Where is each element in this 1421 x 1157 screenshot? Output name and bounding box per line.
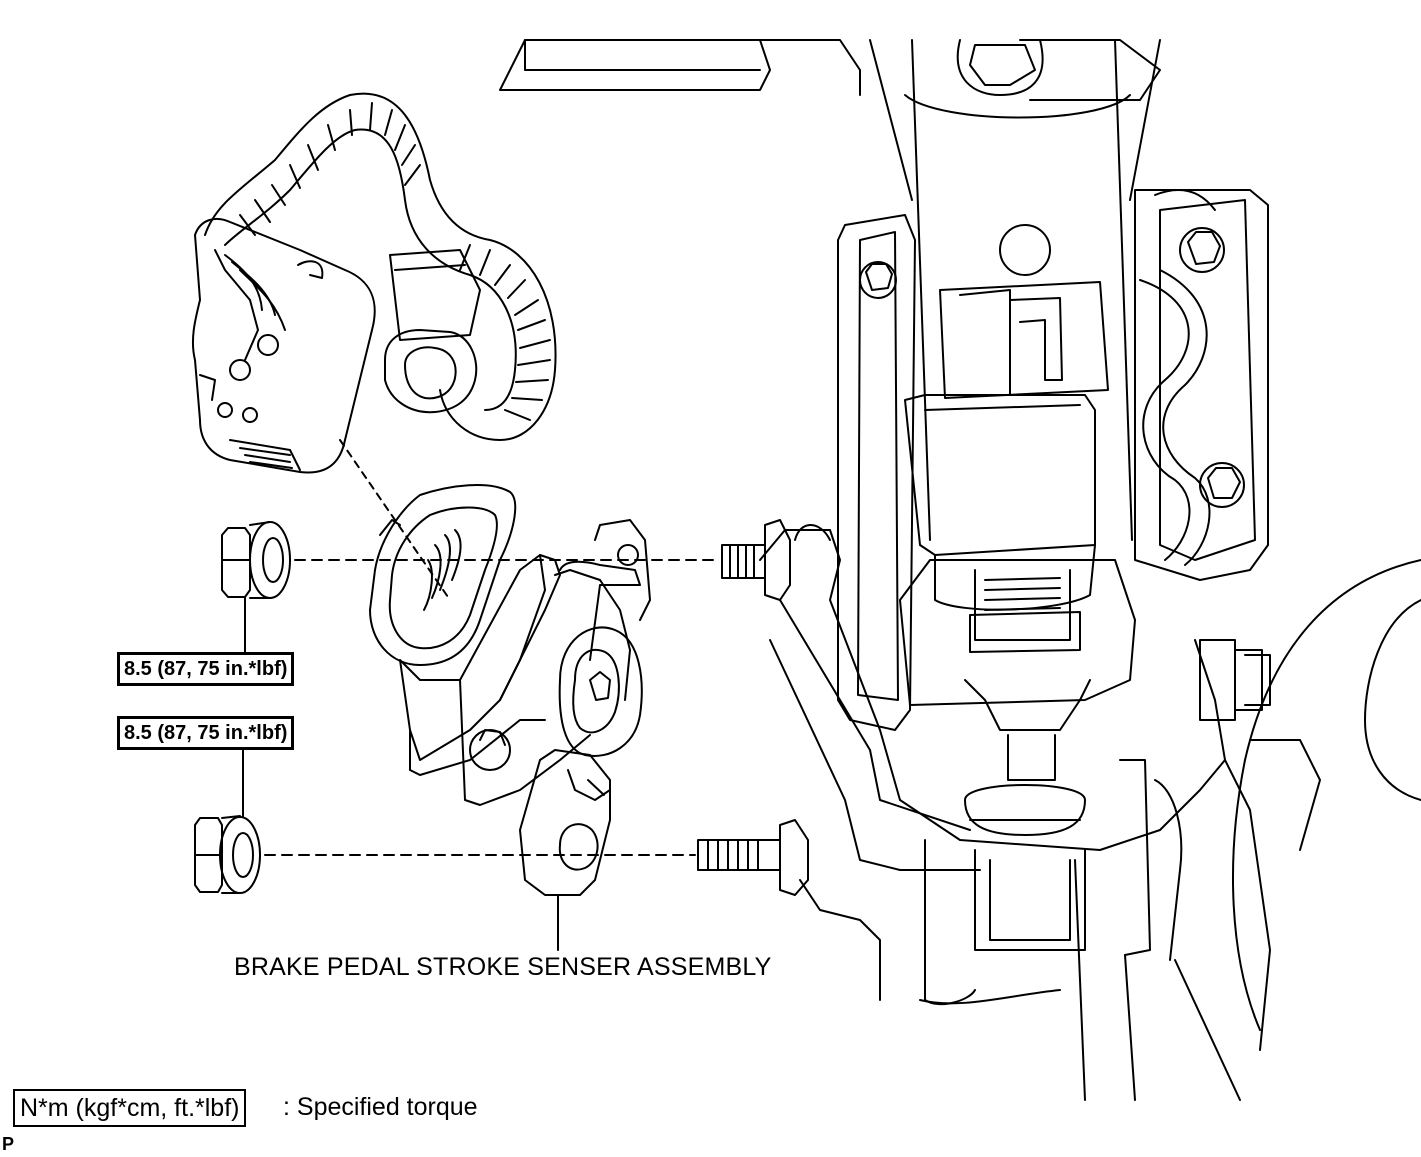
- flange-nut-icon: [221, 521, 291, 599]
- legend-unit-box: N*m (kgf*cm, ft.*lbf): [13, 1089, 247, 1127]
- sensor-assembly-icon: [369, 483, 651, 896]
- torque-callout-lower: 8.5 (87, 75 in.*lbf): [117, 716, 295, 750]
- stud-bolt-icon: [697, 519, 809, 896]
- connector-harness-icon: [191, 92, 557, 474]
- torque-callout-upper: 8.5 (87, 75 in.*lbf): [117, 652, 295, 686]
- figure-code: P: [2, 1134, 15, 1154]
- flange-nut-icon: [194, 815, 261, 894]
- pedal-bracket-icon: [499, 39, 1421, 1101]
- legend-description: : Specified torque: [283, 1093, 478, 1121]
- part-label: BRAKE PEDAL STROKE SENSER ASSEMBLY: [234, 953, 772, 981]
